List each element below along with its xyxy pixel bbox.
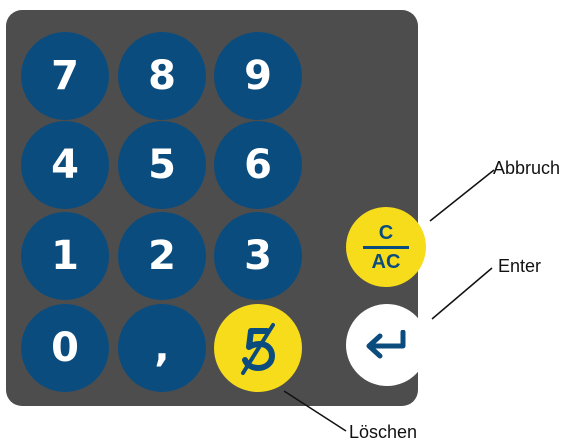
cancel-key-divider [363,245,409,249]
enter-leader-line [431,267,493,320]
cancel-key-top-label: C [378,221,394,244]
key-0[interactable]: 0 [21,304,109,392]
key-3[interactable]: 3 [214,212,302,300]
key-6[interactable]: 6 [214,121,302,209]
enter-key[interactable] [346,304,428,386]
key-9[interactable]: 9 [214,32,302,120]
enter-label: Enter [498,256,542,276]
abbruch-leader-line-shadow [431,172,496,225]
key-8[interactable]: 8 [118,32,206,120]
key-7[interactable]: 7 [21,32,109,120]
key-4[interactable]: 4 [21,121,109,209]
return-arrow-icon [366,330,406,359]
abbruch-leader-line [429,169,495,222]
loeschen-label: Löschen [349,422,418,442]
struck-through-five-icon [241,323,275,375]
keypad-panel: 7 8 9 4 5 6 1 2 3 0 , [6,10,418,406]
abbruch-label: Abbruch [493,158,561,178]
key-5[interactable]: 5 [118,121,206,209]
key-comma[interactable]: , [118,304,206,392]
cancel-key-bottom-label: AC [371,250,401,273]
key-2[interactable]: 2 [118,212,206,300]
delete-key[interactable] [214,304,302,392]
key-1[interactable]: 1 [21,212,109,300]
loeschen-leader-line [283,390,347,432]
cancel-key[interactable]: C AC [346,207,426,287]
